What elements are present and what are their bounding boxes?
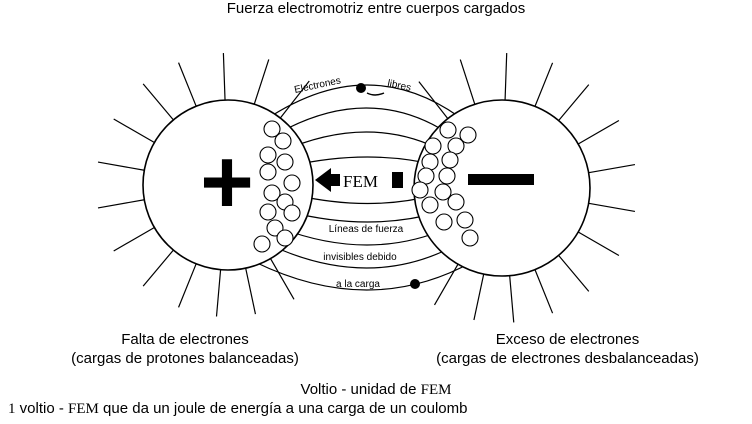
ray-left-3 [113,226,155,252]
ray-right-9 [504,53,508,101]
electron-right-14 [461,229,479,247]
ray-left-1 [177,263,197,308]
electron-cluster-left [253,120,301,253]
field-line-top-2 [269,107,456,139]
ray-right-6 [577,119,620,145]
electron-left-1 [274,132,292,150]
electron-left-4 [259,163,277,181]
left-caption-line2: (cargas de protones balanceadas) [71,350,299,367]
ray-left-13 [269,258,295,300]
unit-prefix: Voltio - unidad de [300,381,421,398]
ray-right-10 [459,59,476,105]
electron-right-4 [421,153,439,171]
label-libres: libres [386,78,412,94]
unit-fem: FEM [420,382,452,398]
ray-right-5 [588,163,636,174]
ray-right-3 [577,231,620,257]
ray-right-8 [534,62,554,107]
def-part-b: que da un joule de energía a una carga d… [98,400,468,417]
ray-left-7 [142,83,174,121]
free-electron-bottom [410,279,420,289]
electron-right-11 [447,193,465,211]
ray-right-4 [588,202,636,213]
electron-right-9 [434,183,452,201]
electron-right-7 [438,167,456,185]
electron-right-0 [439,121,457,139]
electron-right-12 [456,211,474,229]
ray-left-9 [222,53,226,101]
electron-left-9 [283,204,301,222]
electron-right-1 [459,126,477,144]
right-caption-line1: Exceso de electrones [495,331,640,348]
ray-left-0 [215,269,222,317]
ray-left-5 [97,161,145,171]
arrow-head-icon [315,168,331,192]
field-line-top-outer [257,84,471,126]
ray-left-8 [177,62,197,107]
fem-label: FEM [343,172,378,191]
free-electron-top [356,83,366,93]
electron-cluster-right [411,121,479,247]
label-a-la-carga: a la carga [336,279,380,290]
voltio-definition-line: 1 voltio - FEM que da un joule de energí… [8,399,467,419]
ray-right-0 [509,275,515,323]
positive-sign: + [200,131,254,233]
right-caption-line2: (cargas de electrones desbalanceadas) [436,350,699,367]
voltio-unit-line: Voltio - unidad de FEM [0,380,752,400]
label-lineas: Líneas de fuerza [329,224,404,235]
ray-right-1 [534,269,554,314]
free-electron-trail [366,92,385,96]
def-part-a: voltio - [15,400,69,417]
right-caption: Exceso de electrones (cargas de electron… [390,330,745,368]
arrow-shaft [330,174,340,186]
electron-left-11 [276,229,294,247]
arrow-tail-block [392,172,403,188]
electron-right-8 [411,181,429,199]
def-number: 1 [8,401,16,417]
ray-left-2 [142,249,174,287]
electron-left-12 [253,235,271,253]
electron-left-0 [263,120,281,138]
ray-left-11 [279,80,310,119]
electron-left-2 [259,146,277,164]
left-caption: Falta de electrones (cargas de protones … [20,330,350,368]
negative-sign [468,174,534,185]
electron-left-3 [276,153,294,171]
ray-left-6 [113,118,155,144]
field-line-bot-3 [267,243,459,269]
label-invisibles: invisibles debido [323,252,397,263]
electron-right-13 [435,213,453,231]
ray-left-4 [97,199,145,209]
ray-right-7 [558,84,590,121]
ray-right-2 [558,255,590,292]
electron-right-10 [421,196,439,214]
ray-right-12 [473,273,485,321]
field-line-bot-outer [254,261,473,291]
diagram-title: Fuerza electromotriz entre cuerpos carga… [226,0,526,17]
electron-left-5 [283,174,301,192]
ray-left-10 [253,59,270,105]
electron-right-2 [424,137,442,155]
electron-right-5 [441,151,459,169]
electron-left-6 [263,184,281,202]
ray-left-12 [245,268,257,315]
electron-left-8 [259,203,277,221]
left-caption-line1: Falta de electrones [121,331,249,348]
def-fem: FEM [68,401,99,417]
fem-arrow [315,168,403,192]
ray-right-11 [418,81,449,120]
